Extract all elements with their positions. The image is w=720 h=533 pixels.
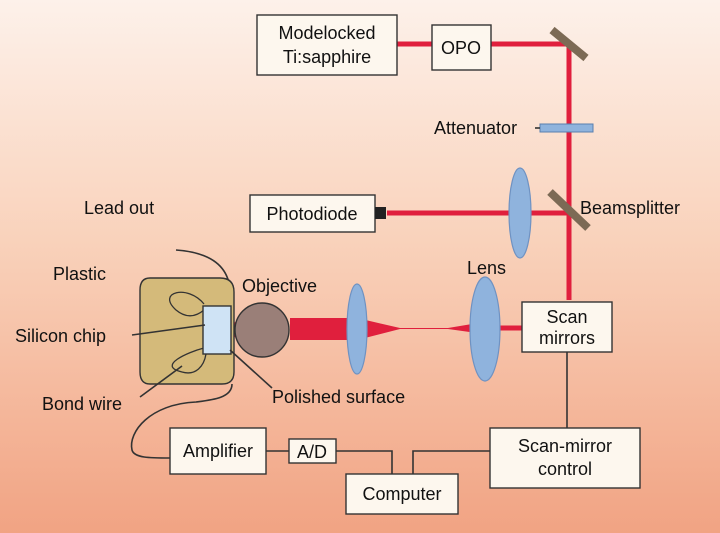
amplifier-box xyxy=(169,427,267,475)
photodiode-lens xyxy=(508,167,532,259)
ad-label: A/D xyxy=(297,442,327,462)
attenuator-plate xyxy=(539,123,594,133)
relay-lens xyxy=(346,283,368,375)
laser-box xyxy=(256,14,398,76)
lead-out-label: Lead out xyxy=(84,198,154,218)
opo-label: OPO xyxy=(441,38,481,58)
scan-mirrors-box xyxy=(521,301,613,353)
scan-mirrors-label-line1: Scan xyxy=(546,307,587,327)
beam-focusing-cone xyxy=(290,318,484,340)
beamsplitter-label: Beamsplitter xyxy=(580,198,680,218)
laser-label-line1: Modelocked xyxy=(278,23,375,43)
lens-label: Lens xyxy=(467,258,506,278)
ad-box xyxy=(288,438,337,464)
computer-label: Computer xyxy=(362,484,441,504)
plastic-package xyxy=(139,277,235,385)
objective-label: Objective xyxy=(242,276,317,296)
bond-wire-label: Bond wire xyxy=(42,394,122,414)
lead-in-wire xyxy=(130,383,233,459)
chip-package xyxy=(139,277,290,385)
scan-mirror-control-label-line2: control xyxy=(538,459,592,479)
wire-ad-to-computer xyxy=(336,450,393,474)
photodiode-sensor xyxy=(375,207,386,219)
scan-lens xyxy=(469,276,501,382)
laser-label-line2: Ti:sapphire xyxy=(283,47,371,67)
polished-surface-label: Polished surface xyxy=(272,387,405,407)
silicon-chip xyxy=(202,305,232,355)
wire-control-to-computer xyxy=(412,450,490,474)
bond-wire-upper xyxy=(169,291,205,317)
leader-silicon-chip xyxy=(131,324,206,336)
scan-mirror-control-label-line1: Scan-mirror xyxy=(518,436,612,456)
electrical-wiring xyxy=(130,249,568,474)
beamsplitter-plate xyxy=(547,189,591,231)
silicon-chip-label: Silicon chip xyxy=(15,326,106,346)
photodiode-box xyxy=(249,194,376,233)
attenuator-label: Attenuator xyxy=(434,118,517,138)
leader-lines xyxy=(131,324,273,398)
scan-mirror-control-box xyxy=(489,427,641,489)
leader-polished-surface xyxy=(229,349,273,389)
opo-box xyxy=(431,24,492,71)
folding-mirror xyxy=(549,26,589,62)
leader-bond-wire xyxy=(139,365,183,398)
objective xyxy=(234,302,290,358)
bond-wire-lower xyxy=(171,347,207,374)
amplifier-label: Amplifier xyxy=(183,441,253,461)
scan-mirrors-label-line2: mirrors xyxy=(539,328,595,348)
plastic-label: Plastic xyxy=(53,264,106,284)
computer-box xyxy=(345,473,459,515)
photodiode-label: Photodiode xyxy=(266,204,357,224)
